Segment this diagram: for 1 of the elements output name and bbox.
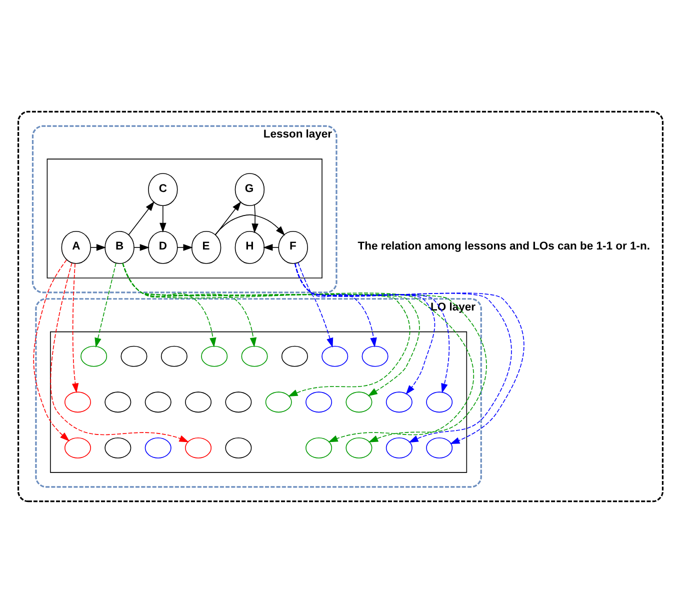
label: The relation among lessons and LOs can be 1-1 or 1-n.: [358, 240, 650, 253]
